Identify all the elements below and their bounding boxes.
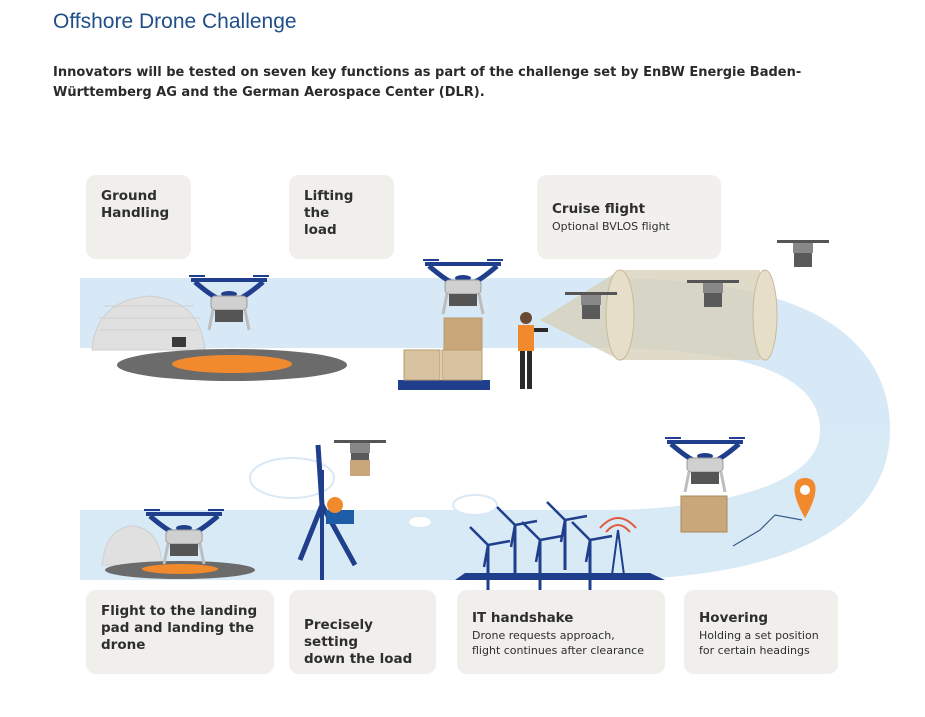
card-hovering: Hovering Holding a set position for cert…: [684, 590, 838, 674]
card-title: Lifting the load: [304, 188, 354, 238]
card-title: Precisely setting down the load: [304, 617, 413, 667]
location-pin-icon: [794, 478, 816, 518]
card-subtitle: Optional BVLOS flight: [552, 220, 670, 233]
card-title: IT handshake: [472, 610, 574, 626]
card-precisely-setting-down: Precisely setting down the load: [289, 590, 436, 674]
wind-turbine-icon: [320, 470, 324, 580]
card-lifting-the-load: Lifting the load: [289, 175, 394, 259]
card-subtitle: Holding a set position for certain headi…: [699, 629, 819, 657]
card-it-handshake: IT handshake Drone requests approach, fl…: [457, 590, 665, 674]
radio-tower-icon: [599, 517, 637, 576]
hangar-icon: [91, 295, 206, 351]
card-subtitle: Drone requests approach, flight continue…: [472, 629, 644, 657]
card-title: Flight to the landing pad and landing th…: [101, 603, 258, 653]
card-ground-handling: Ground Handling: [86, 175, 191, 259]
card-title: Hovering: [699, 610, 769, 626]
page-subtitle: Innovators will be tested on seven key f…: [53, 65, 802, 100]
page-title: Offshore Drone Challenge: [53, 10, 297, 33]
box-icon: [403, 349, 441, 381]
cloud-icon: [249, 457, 335, 499]
card-title: Ground Handling: [101, 188, 170, 221]
card-cruise-flight: Cruise flight Optional BVLOS flight: [537, 175, 721, 259]
operator-icon: [518, 312, 548, 389]
card-title: Cruise flight: [552, 201, 646, 217]
card-flight-to-landing-pad: Flight to the landing pad and landing th…: [86, 590, 274, 674]
